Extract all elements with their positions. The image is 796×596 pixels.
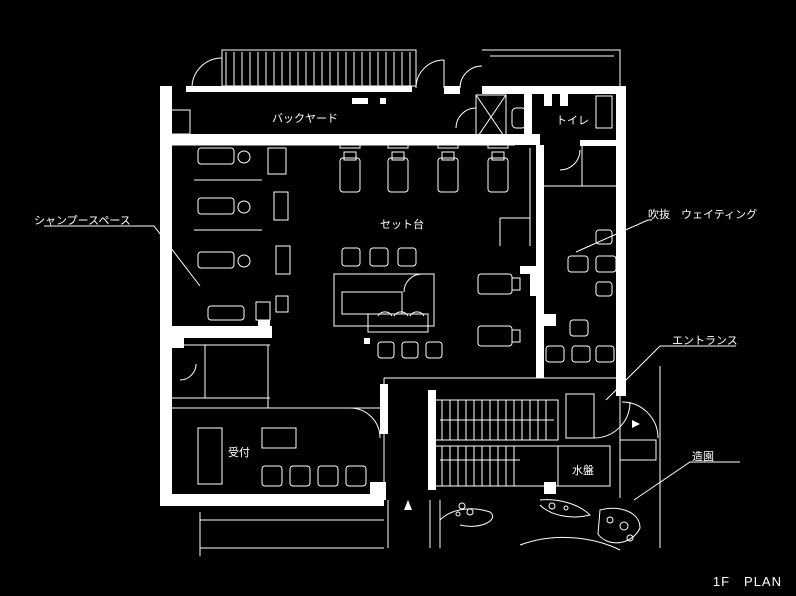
room-label-entrance: エントランス xyxy=(672,334,738,347)
room-label-set-stations: セット台 xyxy=(380,218,424,231)
leader-lines xyxy=(44,219,740,501)
room-label-reception: 受付 xyxy=(228,446,250,459)
landscape-stones xyxy=(439,366,661,551)
room-label-atrium-waiting: 吹抜 ウェイティング xyxy=(648,208,758,221)
shampoo-chairs xyxy=(194,147,271,321)
direction-arrows xyxy=(404,420,640,510)
reception-counter xyxy=(197,427,367,487)
top-stair xyxy=(221,49,417,87)
walls xyxy=(160,86,626,506)
room-label-landscaping: 造園 xyxy=(692,450,714,463)
set-chairs xyxy=(339,151,521,347)
plan-title: 1F PLAN xyxy=(712,574,782,589)
waiting-area xyxy=(539,145,620,378)
center-counter xyxy=(333,273,435,327)
room-label-backyard: バックヤード xyxy=(272,112,338,125)
door-swing-backyard xyxy=(191,57,223,89)
room-label-shampoo-space: シャンプースペース xyxy=(34,214,131,227)
room-label-water-basin: 水盤 xyxy=(572,464,594,477)
room-label-toilet: トイレ xyxy=(556,114,589,127)
